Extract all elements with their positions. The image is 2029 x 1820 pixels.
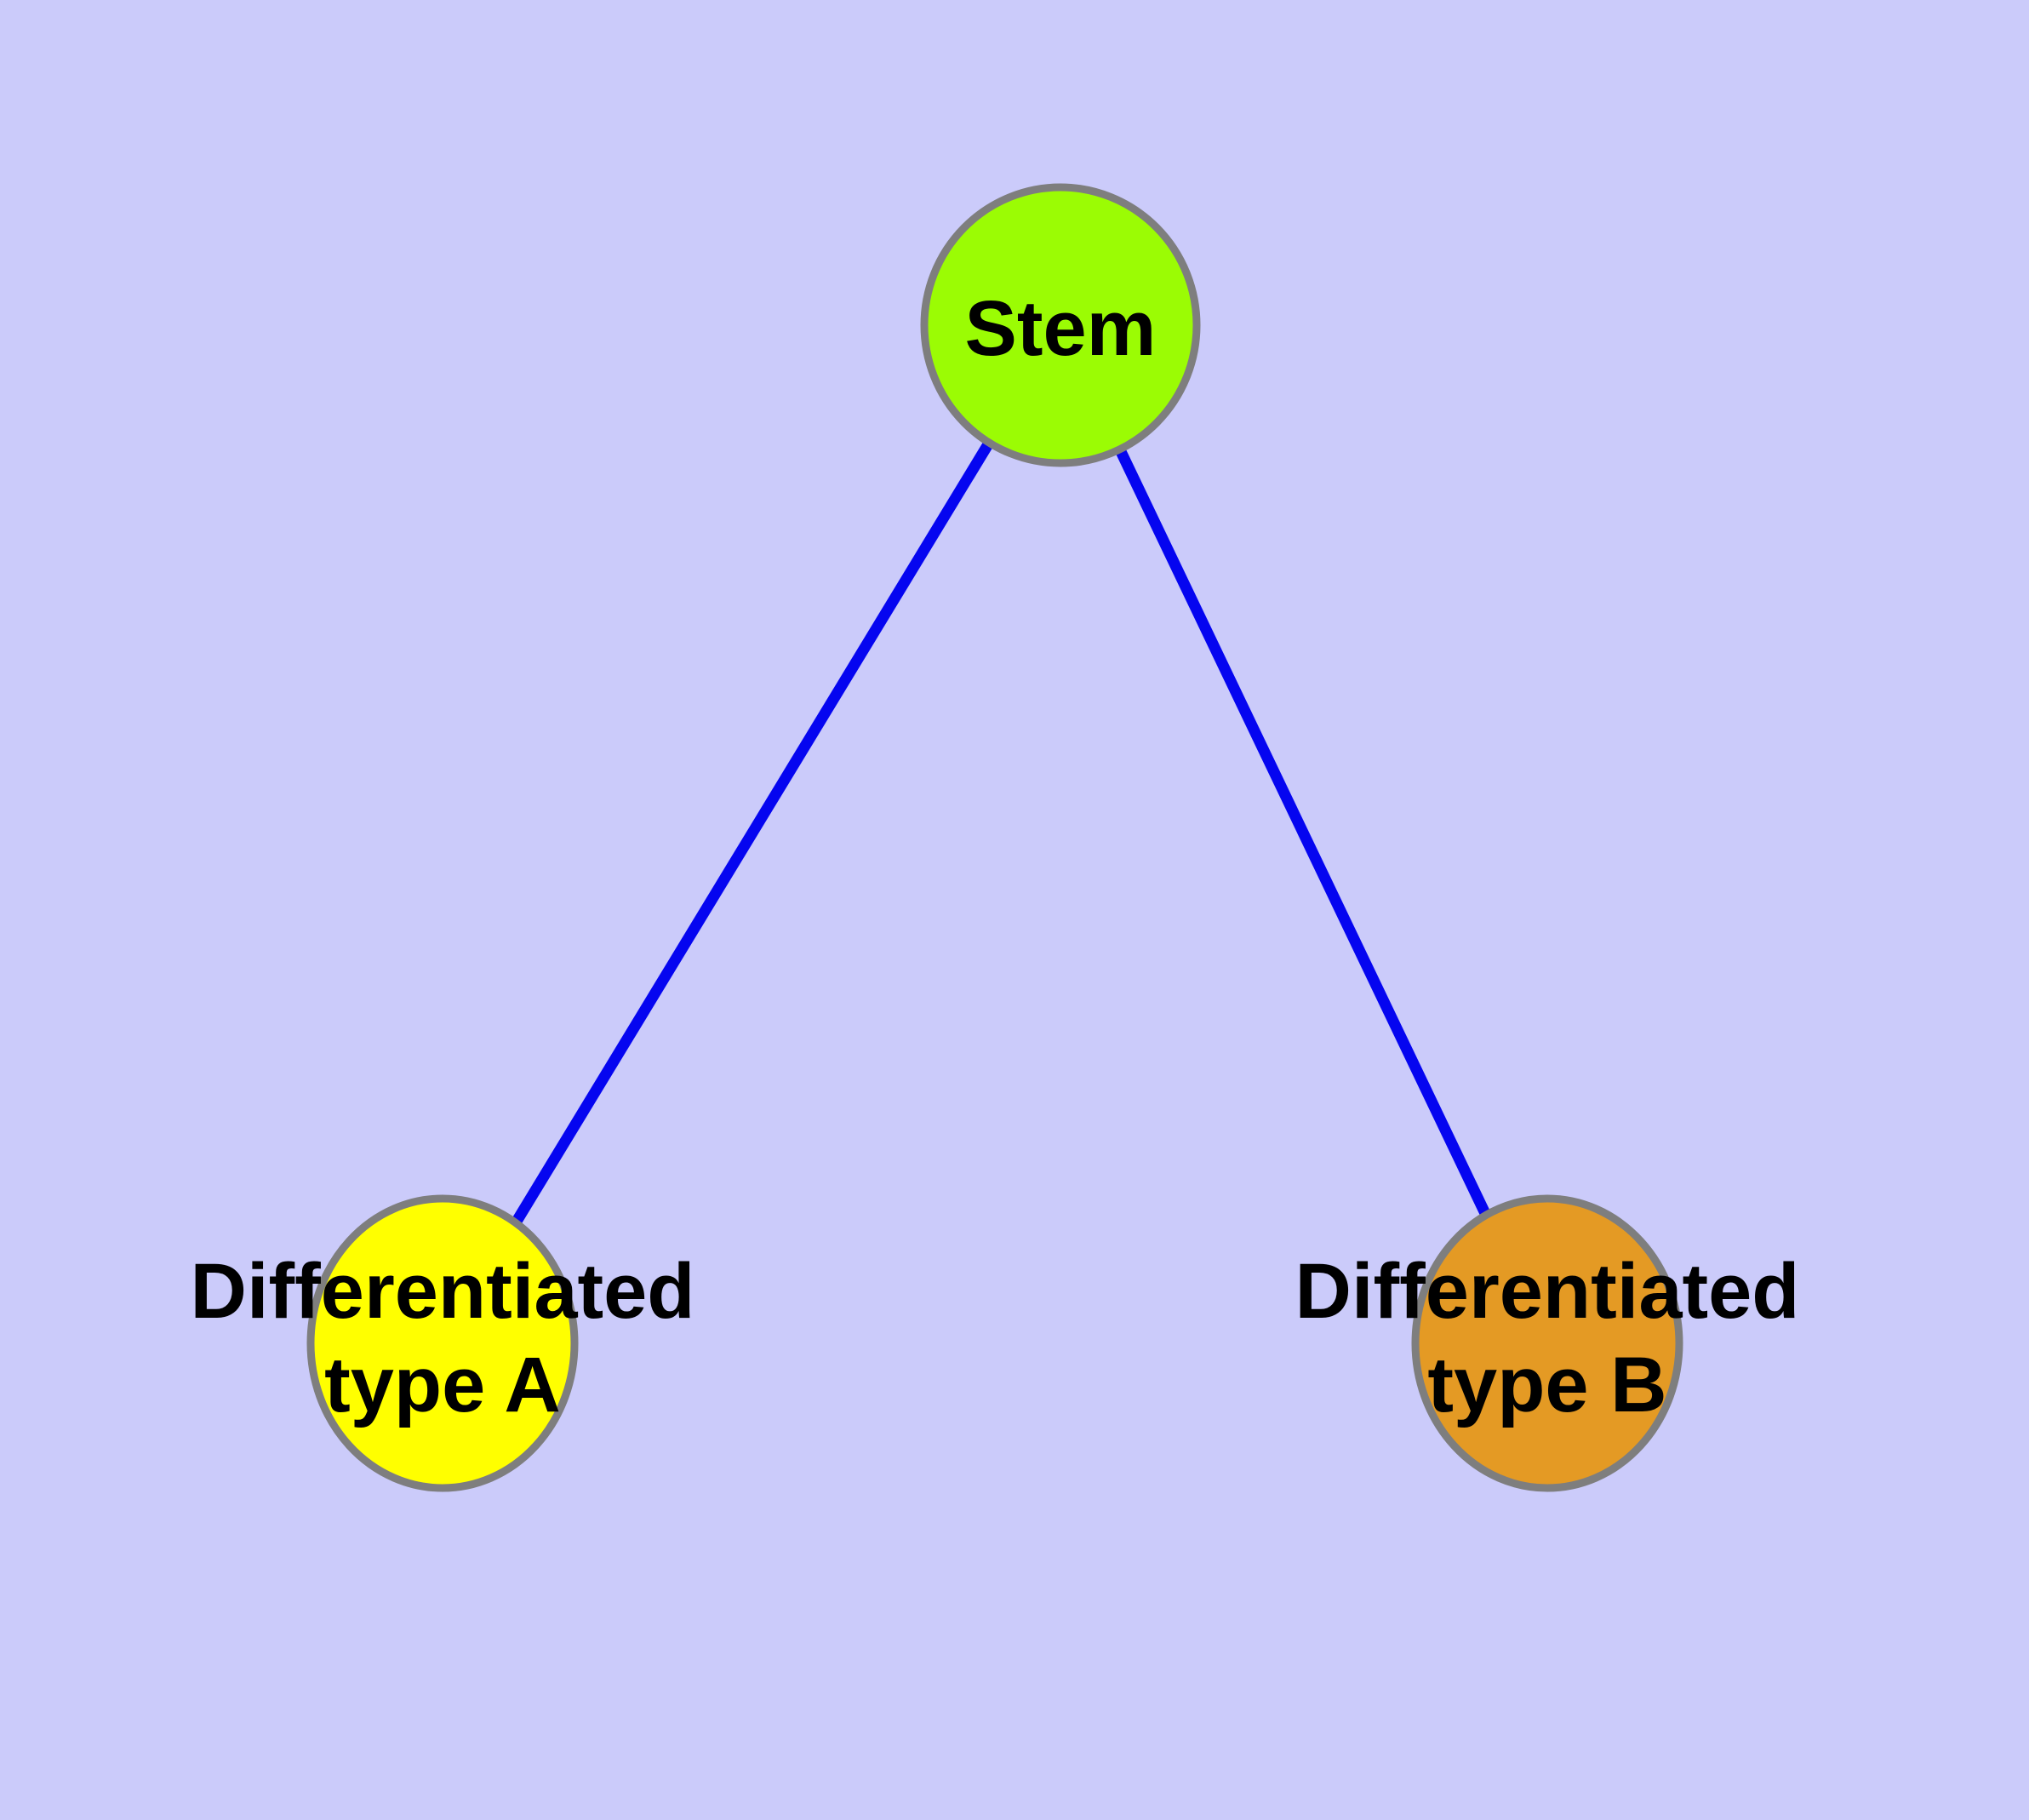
node-stem-label: Stem (964, 285, 1157, 372)
edge-stem-to-type-b (1055, 323, 1552, 1346)
node-type-b-label: Differentiated type B (1295, 1248, 1800, 1428)
node-type-a-label: Differentiated type A (190, 1248, 695, 1428)
node-stem-circle (920, 183, 1201, 467)
node-type-b-circle (1411, 1194, 1683, 1492)
node-type-a-circle (306, 1194, 579, 1492)
edge-stem-to-type-a (437, 322, 1066, 1347)
